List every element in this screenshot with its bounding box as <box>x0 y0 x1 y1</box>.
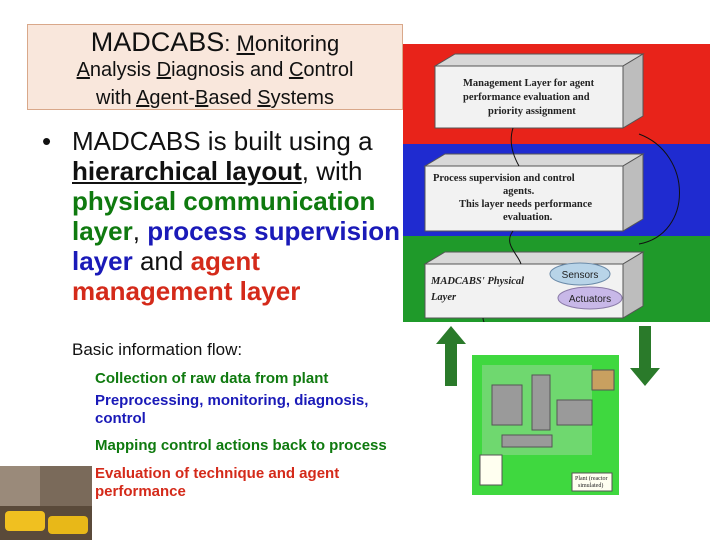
flow-item-evaluation: Evaluation of technique and agent perfor… <box>95 465 340 500</box>
flow-item-preprocessing: Preprocessing, monitoring, diagnosis, co… <box>95 392 369 427</box>
actuators-cloud <box>557 286 623 310</box>
title-d: D <box>156 59 172 81</box>
plant-caption-2: simulated) <box>578 482 603 489</box>
plant-image: Plant (reactor simulated) <box>472 355 619 495</box>
bullet-part4: and <box>132 246 191 276</box>
process-text-3: This layer needs performance <box>459 199 592 210</box>
title-gent: gent- <box>149 87 195 109</box>
title-ag: A <box>136 87 150 109</box>
process-text-2: agents. <box>503 186 535 197</box>
bullet-part1: MADCABS is built using a <box>72 126 373 156</box>
physical-text-2: Layer <box>430 292 457 303</box>
title-madcabs: MADCABS <box>90 27 225 57</box>
connector-process-physical <box>509 230 522 265</box>
title-ontrol: ontrol <box>303 59 354 81</box>
process-layer-box <box>423 153 645 232</box>
bullet-agent: agent management layer <box>72 246 301 306</box>
title-m: M <box>236 31 255 56</box>
title-line-2: Analysis Diagnosis and Control <box>28 59 402 82</box>
title-s: S <box>257 87 271 109</box>
connector-mgmt-process <box>510 127 520 167</box>
sensors-cloud <box>549 262 611 286</box>
title-b: B <box>195 87 209 109</box>
title-colon: : <box>224 31 237 56</box>
process-text-1: Process supervision and control <box>433 173 575 184</box>
flow-item-collection: Collection of raw data from plant <box>95 370 329 387</box>
layers-diagram: Management Layer for agent performance e… <box>403 44 710 322</box>
actuators-label: Actuators <box>569 294 611 305</box>
taxi-photo <box>0 466 92 540</box>
mgmt-text-3: priority assignment <box>488 106 576 117</box>
bullet-part3: , <box>132 216 148 246</box>
physical-text-1: MADCABS' Physical <box>430 276 524 287</box>
title-line-1: MADCABS: Monitoring <box>28 27 402 58</box>
plant-caption-1: Plant (reactor <box>575 475 607 482</box>
svg-text:Management Layer for agent: Management Layer for agent performance e… <box>463 78 597 117</box>
svg-text:MADCABS' Physical Layer: MADCABS' Physical Layer <box>430 276 527 303</box>
bullet-process: process supervision layer <box>72 216 401 276</box>
title-box: MADCABS: Monitoring Analysis Diagnosis a… <box>27 24 403 110</box>
bullet-dot: • <box>42 126 52 156</box>
svg-text:Process supervision and contro: Process supervision and control agents. … <box>433 173 595 223</box>
title-ystems: ystems <box>270 87 334 109</box>
down-arrow-icon <box>630 326 660 386</box>
sensors-label: Sensors <box>562 270 599 281</box>
title-nalysis: nalysis <box>89 59 157 81</box>
connector-right <box>638 133 680 245</box>
bullet-physical: physical communication layer <box>72 186 376 246</box>
title-line-3: with Agent-Based Systems <box>28 87 402 110</box>
flow-item-mapping: Mapping control actions back to process <box>95 437 387 454</box>
process-text-4: evaluation. <box>503 212 553 223</box>
up-arrow-icon <box>436 326 466 386</box>
title-ased: ased <box>208 87 258 109</box>
title-iagnosis: iagnosis and <box>171 59 289 81</box>
mgmt-text-2: performance evaluation and <box>463 92 590 103</box>
title-a: A <box>76 59 90 81</box>
bullet-hierarchical: hierarchical layout <box>72 156 302 186</box>
title-onitoring: onitoring <box>254 31 340 56</box>
connector-down <box>482 317 485 322</box>
title-with: with <box>96 87 137 109</box>
bullet-part2: , with <box>301 156 363 186</box>
mgmt-text-1: Management Layer for agent <box>463 78 595 89</box>
management-layer-box <box>433 53 645 129</box>
bullet-text: MADCABS is built using a hierarchical la… <box>72 126 402 306</box>
title-c: C <box>288 59 304 81</box>
flow-label: Basic information flow: <box>72 340 243 359</box>
svg-text:Plant (reactor simulated): Plant (reactor simulated) <box>575 475 609 489</box>
